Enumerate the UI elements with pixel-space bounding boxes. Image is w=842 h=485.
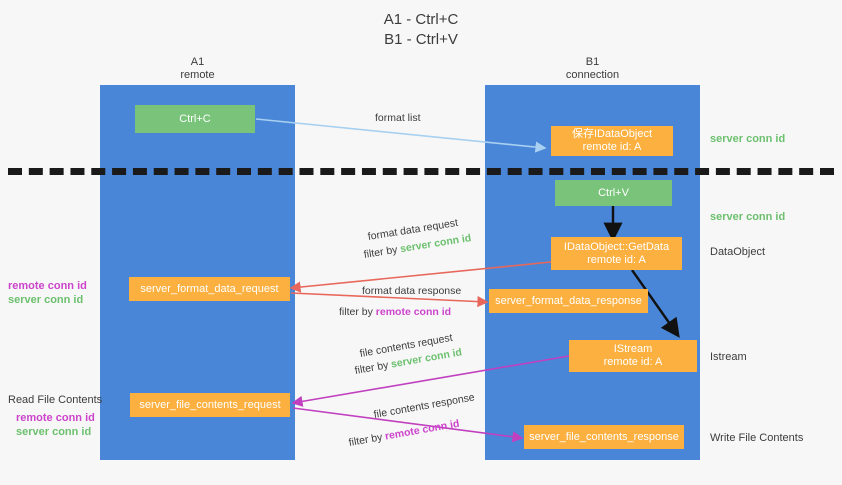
box-server-format-data-response-label: server_format_data_response xyxy=(495,294,642,307)
page-title: A1 - Ctrl+C B1 - Ctrl+V xyxy=(0,10,842,50)
box-server-format-data-response[interactable]: server_format_data_response xyxy=(489,289,648,313)
lane-a1-sub: remote xyxy=(180,69,215,81)
note-file-contents-response-filter: filter by remote conn id xyxy=(348,418,461,450)
label-write-file-contents: Write File Contents xyxy=(710,432,804,444)
label-server-conn-id-top: server conn id xyxy=(710,133,786,145)
label-remote-conn-id-bottom: remote conn id xyxy=(16,412,95,424)
lane-a1-name: A1 xyxy=(190,56,205,68)
phase-divider xyxy=(8,168,834,175)
label-istream: Istream xyxy=(710,351,747,363)
box-save-idataobject-line1: 保存IDataObject xyxy=(571,128,653,140)
box-ctrl-c[interactable]: Ctrl+C xyxy=(135,105,255,133)
box-server-format-data-request[interactable]: server_format_data_request xyxy=(129,277,290,301)
note-format-list: format list xyxy=(375,112,421,124)
box-ctrl-c-label: Ctrl+C xyxy=(179,112,211,125)
title-line-1: A1 - Ctrl+C xyxy=(383,11,459,28)
box-server-file-contents-response-label: server_file_contents_response xyxy=(529,430,679,443)
note-format-data-response: format data response xyxy=(362,285,462,297)
filter-prefix: filter by xyxy=(347,430,387,449)
box-ctrl-v[interactable]: Ctrl+V xyxy=(555,180,672,206)
box-ctrl-v-label: Ctrl+V xyxy=(598,186,629,199)
lane-b1-sub: connection xyxy=(565,69,620,81)
box-getdata-line1: IDataObject::GetData xyxy=(563,240,670,253)
box-server-file-contents-request[interactable]: server_file_contents_request xyxy=(130,393,290,417)
lane-header-a1: A1 remote xyxy=(100,56,295,82)
label-dataobject: DataObject xyxy=(710,246,766,258)
filter-prefix: filter by xyxy=(353,358,393,377)
filter-prefix: filter by xyxy=(362,243,402,261)
label-server-conn-id-bottom: server conn id xyxy=(16,426,92,438)
filter-value-remote-conn-id: remote conn id xyxy=(384,417,461,443)
label-remote-conn-id-mid: remote conn id xyxy=(8,280,87,292)
label-read-file-contents: Read File Contents xyxy=(8,394,103,406)
box-server-file-contents-response[interactable]: server_file_contents_response xyxy=(524,425,684,449)
box-getdata[interactable]: IDataObject::GetData remote id: A xyxy=(551,237,682,270)
filter-prefix: filter by xyxy=(339,306,376,318)
box-server-format-data-request-label: server_format_data_request xyxy=(140,282,279,295)
note-format-data-response-filter: filter by remote conn id xyxy=(339,306,451,319)
box-save-idataobject[interactable]: 保存IDataObject remote id: A xyxy=(551,126,673,156)
box-istream-line1: IStream xyxy=(613,343,653,355)
box-istream[interactable]: IStream remote id: A xyxy=(569,340,697,372)
label-server-conn-id-left-mid: server conn id xyxy=(8,294,84,306)
title-line-2: B1 - Ctrl+V xyxy=(384,31,458,48)
box-save-idataobject-line2: remote id: A xyxy=(582,141,642,153)
filter-value-remote-conn-id: remote conn id xyxy=(375,306,452,318)
label-server-conn-id-mid: server conn id xyxy=(710,211,786,223)
box-istream-line2: remote id: A xyxy=(603,356,663,368)
lane-b1-name: B1 xyxy=(585,56,600,68)
box-server-file-contents-request-label: server_file_contents_request xyxy=(139,398,281,411)
box-getdata-line2: remote id: A xyxy=(587,253,646,266)
lane-header-b1: B1 connection xyxy=(485,56,700,82)
note-file-contents-response: file contents response xyxy=(372,391,476,421)
